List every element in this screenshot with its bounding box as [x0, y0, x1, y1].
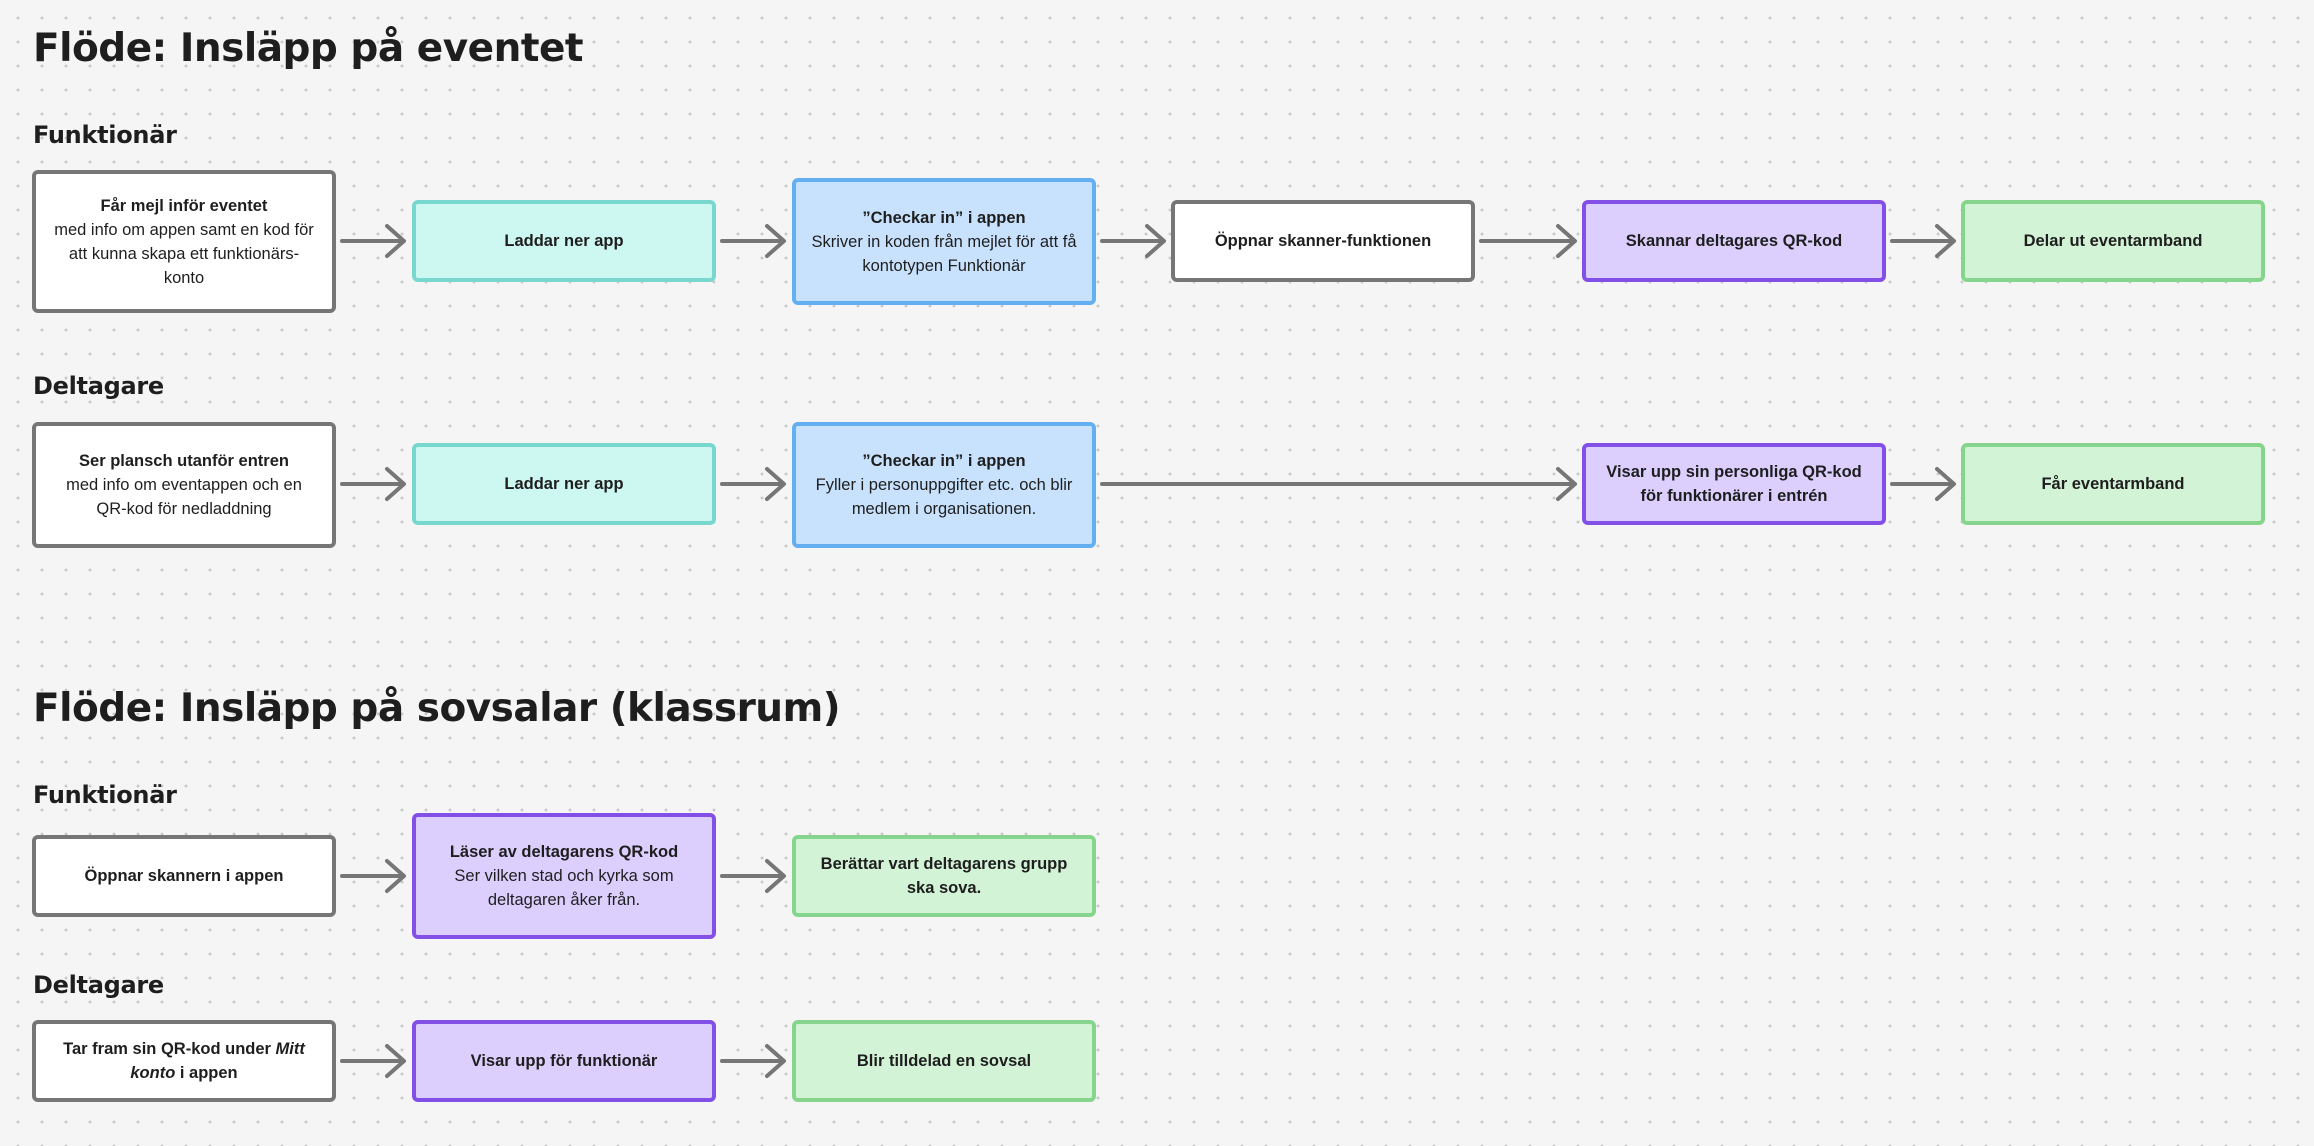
connector-arrow	[340, 859, 406, 893]
step-title: Visar upp för funktionär	[470, 1052, 658, 1070]
flow-1-funktionar-step-open-scanner[interactable]: Öppnar skanner-funktionen	[1171, 200, 1475, 282]
connector-arrow	[340, 224, 406, 258]
flow-1-lane-deltagare-label: Deltagare	[33, 372, 164, 400]
step-title: ”Checkar in” i appen	[862, 452, 1026, 470]
connector-arrow	[720, 859, 786, 893]
step-title: Berättar vart deltagarens grupp ska sova…	[820, 855, 1068, 897]
flow-2-funktionar-step-open-scanner[interactable]: Öppnar skannern i appen	[32, 835, 336, 917]
flow-2-lane-deltagare-label: Deltagare	[33, 971, 164, 999]
step-title: Öppnar skanner-funktionen	[1214, 232, 1432, 250]
step-title: Visar upp sin personliga QR-kod för funk…	[1606, 463, 1862, 505]
step-title-part: i appen	[175, 1064, 238, 1082]
connector-arrow	[720, 224, 786, 258]
flow-2-deltagare-step-assigned-room[interactable]: Blir tilldelad en sovsal	[792, 1020, 1096, 1102]
connector-arrow	[1479, 224, 1577, 258]
flow-2-lane-funktionar-label: Funktionär	[33, 781, 177, 809]
step-title: Blir tilldelad en sovsal	[856, 1052, 1032, 1070]
step-title-part: Tar fram sin QR-kod under	[63, 1040, 276, 1058]
step-title: ”Checkar in” i appen	[862, 208, 1026, 227]
flow-1-funktionar-step-email[interactable]: Får mejl inför eventet med info om appen…	[32, 170, 336, 313]
flow-1-deltagare-step-check-in[interactable]: ”Checkar in” i appen Fyller i personuppg…	[792, 422, 1096, 548]
flow-1-lane-funktionar-label: Funktionär	[33, 121, 177, 149]
step-title: Läser av deltagarens QR-kod	[449, 843, 679, 861]
step-title: Tar fram sin QR-kod under Mitt konto i a…	[50, 1037, 318, 1085]
flow-1-funktionar-step-hand-out-wristband[interactable]: Delar ut eventarmband	[1961, 200, 2265, 282]
connector-arrow	[720, 467, 786, 501]
step-description: Fyller i personuppgifter etc. och blir m…	[815, 476, 1073, 518]
step-title: Delar ut eventarmband	[2023, 232, 2203, 250]
flow-2-funktionar-step-tell-room[interactable]: Berättar vart deltagarens grupp ska sova…	[792, 835, 1096, 917]
connector-arrow	[1890, 467, 1956, 501]
flow-2-funktionar-step-read-qr[interactable]: Läser av deltagarens QR-kod Ser vilken s…	[412, 813, 716, 939]
step-description: med info om appen samt en kod för att ku…	[54, 220, 314, 287]
flow-2-deltagare-step-open-qr[interactable]: Tar fram sin QR-kod under Mitt konto i a…	[32, 1020, 336, 1102]
flow-1-deltagare-step-download-app[interactable]: Laddar ner app	[412, 443, 716, 525]
flow-1-deltagare-step-show-qr[interactable]: Visar upp sin personliga QR-kod för funk…	[1582, 443, 1886, 525]
step-title: Laddar ner app	[504, 475, 624, 493]
connector-arrow	[1100, 224, 1166, 258]
step-title: Laddar ner app	[504, 232, 624, 250]
step-title: Får mejl inför eventet	[100, 196, 268, 215]
connector-arrow	[720, 1044, 786, 1078]
step-description: Ser vilken stad och kyrka som deltagaren…	[454, 867, 674, 909]
flow-1-funktionar-step-download-app[interactable]: Laddar ner app	[412, 200, 716, 282]
flow-1-deltagare-step-get-wristband[interactable]: Får eventarmband	[1961, 443, 2265, 525]
step-title: Öppnar skannern i appen	[84, 867, 284, 885]
flow-2-title: Flöde: Insläpp på sovsalar (klassrum)	[33, 686, 841, 731]
flow-2-deltagare-step-show-to-staff[interactable]: Visar upp för funktionär	[412, 1020, 716, 1102]
step-description: Skriver in koden från mejlet för att få …	[811, 232, 1077, 275]
connector-arrow	[1890, 224, 1956, 258]
step-title: Får eventarmband	[2041, 475, 2185, 493]
connector-arrow	[340, 467, 406, 501]
flow-1-funktionar-step-scan-qr[interactable]: Skannar deltagares QR-kod	[1582, 200, 1886, 282]
flow-1-funktionar-step-check-in[interactable]: ”Checkar in” i appen Skriver in koden fr…	[792, 178, 1096, 305]
step-title: Ser plansch utanför entren	[79, 452, 289, 470]
flow-1-deltagare-step-see-poster[interactable]: Ser plansch utanför entren med info om e…	[32, 422, 336, 548]
step-title: Skannar deltagares QR-kod	[1625, 232, 1843, 250]
connector-arrow	[340, 1044, 406, 1078]
step-description: med info om eventappen och en QR-kod för…	[66, 476, 302, 518]
flow-1-title: Flöde: Insläpp på eventet	[33, 26, 584, 71]
connector-arrow	[1100, 467, 1577, 501]
step-title-emphasis: Mitt konto	[130, 1040, 305, 1082]
